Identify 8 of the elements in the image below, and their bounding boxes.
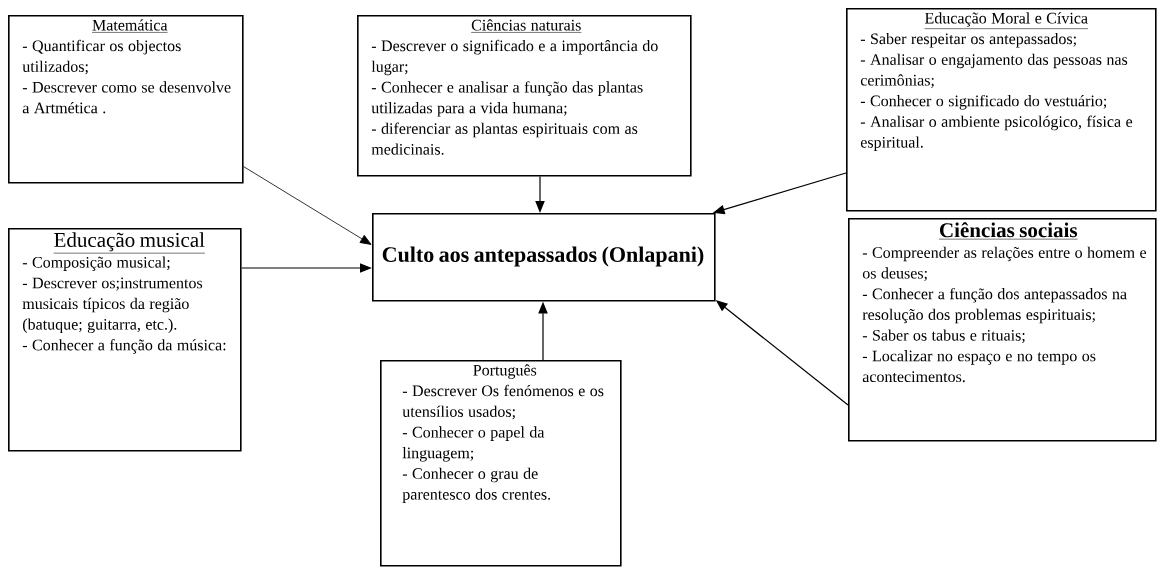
- subject-box: Matemática - Quantificar os objectos utilizados; - Descrever como se desenvolve a Artmética .: [8, 15, 244, 184]
- subject-box: Português - Descrever Os fenómenos e os utensílios usados; - Conhecer o papel da linguagem; - Conhecer o grau de parentesco dos crentes.: [380, 360, 622, 567]
- subject-box: Ciências sociais - Compreender as relações entre o homem e os deuses; - Conhecer a função dos antepassados na resolução dos problemas espirituais; - Saber os tabus e rituais; - Localizar no espaço e no tempo os acontecimentos.: [848, 218, 1157, 442]
- arrow: [243, 166, 372, 245]
- subject-box: Ciências naturais - Descrever o significado e a importância do lugar; - Conhecer e analisar a função das plantas utilizadas para a vida humana; - diferenciar as plantas espirituais com as medicinais.: [357, 15, 692, 177]
- topic-box: Culto aos antepassados (Onlapani): [372, 213, 716, 302]
- subject-box: Educação Moral e Cívica - Saber respeitar os antepassados; - Analisar o engajamento das pessoas nas cerimônias; - Conhecer o significado do vestuário; - Analisar o ambiente psicológico, física e espiritual.: [846, 8, 1157, 212]
- subject-box: Educação musical - Composição musical; - Descrever os;instrumentos musicais típicos da região (batuque; guitarra, etc.). - Conhecer a função da música:: [8, 228, 242, 452]
